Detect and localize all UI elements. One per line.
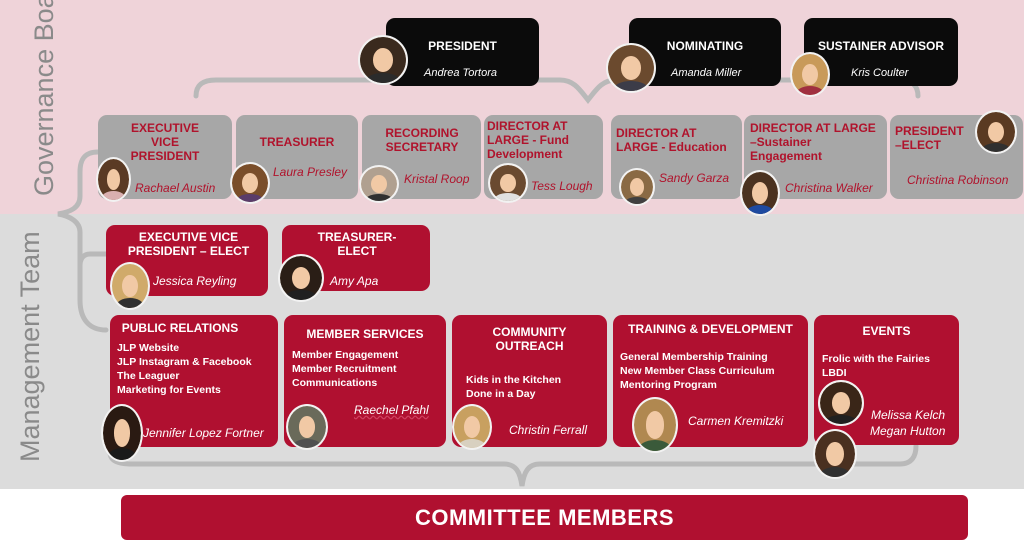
director-sustainer-engagement-title: DIRECTOR AT LARGE –Sustainer Engagement bbox=[750, 121, 876, 163]
avatar-amanda-miller bbox=[606, 43, 656, 93]
evp-elect-name: Jessica Reyling bbox=[153, 274, 237, 288]
avatar-megan-hutton bbox=[813, 429, 857, 479]
public-relations-items: JLP Website JLP Instagram & Facebook The… bbox=[117, 341, 252, 397]
community-outreach-title: COMMUNITY OUTREACH bbox=[492, 325, 567, 353]
events-items: Frolic with the Fairies LBDI bbox=[822, 352, 930, 380]
avatar-raechel-pfahl bbox=[286, 404, 328, 450]
president-elect-title: PRESIDENT –ELECT bbox=[895, 124, 964, 152]
avatar-andrea-tortora bbox=[358, 35, 408, 85]
management-team-label: Management Team bbox=[15, 231, 45, 462]
treasurer-elect-title: TREASURER-ELECT bbox=[317, 230, 397, 258]
sustainer-advisor-title: SUSTAINER ADVISOR bbox=[817, 39, 944, 53]
executive-vice-president-title: EXECUTIVE VICE PRESIDENT bbox=[130, 121, 200, 163]
avatar-christin-ferrall bbox=[452, 404, 492, 450]
treasurer-title: TREASURER bbox=[259, 135, 335, 149]
avatar-rachael-austin bbox=[96, 157, 131, 202]
member-services-item: Member Recruitment bbox=[292, 363, 397, 375]
evp-elect-title: EXECUTIVE VICE PRESIDENT – ELECT bbox=[127, 230, 250, 258]
recording-secretary-title: RECORDING SECRETARY bbox=[385, 126, 459, 154]
nominating-name: Amanda Miller bbox=[671, 67, 742, 79]
public-relations-item: JLP Instagram & Facebook bbox=[117, 356, 252, 368]
avatar-christina-robinson bbox=[975, 110, 1017, 154]
public-relations-item: JLP Website bbox=[117, 342, 180, 354]
community-outreach-items: Kids in the Kitchen Done in a Day bbox=[466, 373, 561, 401]
training-development-item: General Membership Training bbox=[620, 351, 768, 363]
events-name: Megan Hutton bbox=[870, 424, 946, 438]
committee-members-banner: COMMITTEE MEMBERS bbox=[121, 495, 968, 540]
director-fund-development-title: DIRECTOR AT LARGE - Fund Development bbox=[487, 119, 569, 161]
member-services-name: Raechel Pfahl bbox=[354, 403, 429, 417]
governance-board-label: Governance Board bbox=[29, 0, 59, 196]
member-services-items: Member Engagement Member Recruitment Com… bbox=[292, 348, 398, 390]
community-outreach-item: Kids in the Kitchen bbox=[466, 374, 562, 386]
avatar-laura-presley bbox=[230, 162, 270, 204]
training-development-item: New Member Class Curriculum bbox=[620, 365, 775, 377]
executive-vice-president-name: Rachael Austin bbox=[135, 181, 216, 195]
public-relations-item: The Leaguer bbox=[117, 370, 180, 382]
events-title: EVENTS bbox=[862, 324, 911, 338]
avatar-sandy-garza bbox=[619, 168, 655, 206]
director-education-title: DIRECTOR AT LARGE - Education bbox=[616, 126, 727, 154]
sustainer-advisor-name: Kris Coulter bbox=[851, 67, 909, 79]
training-development-items: General Membership Training New Member C… bbox=[620, 350, 775, 392]
avatar-jessica-reyling bbox=[110, 262, 150, 310]
recording-secretary-name: Kristal Roop bbox=[404, 172, 470, 186]
events-item: LBDI bbox=[822, 367, 847, 379]
sustainer-advisor-box: SUSTAINER ADVISOR Kris Coulter bbox=[804, 18, 958, 86]
community-outreach-item: Done in a Day bbox=[466, 388, 536, 400]
training-development-title: TRAINING & DEVELOPMENT bbox=[628, 322, 793, 336]
avatar-carmen-kremitzki bbox=[632, 397, 678, 453]
public-relations-name: Jennifer Lopez Fortner bbox=[143, 426, 264, 440]
president-elect-name: Christina Robinson bbox=[907, 173, 1009, 187]
avatar-christina-walker bbox=[740, 170, 780, 216]
executive-vice-president-box: EXECUTIVE VICE PRESIDENT Rachael Austin bbox=[98, 115, 232, 199]
member-services-item: Member Engagement bbox=[292, 349, 399, 361]
avatar-melissa-kelch bbox=[818, 380, 864, 426]
nominating-title: NOMINATING bbox=[666, 39, 744, 53]
director-education-name: Sandy Garza bbox=[659, 171, 730, 185]
avatar-kristal-roop bbox=[359, 165, 399, 203]
nominating-box: NOMINATING Amanda Miller bbox=[629, 18, 781, 86]
public-relations-title: PUBLIC RELATIONS bbox=[121, 321, 239, 335]
treasurer-name: Laura Presley bbox=[273, 165, 348, 179]
member-services-title: MEMBER SERVICES bbox=[306, 327, 424, 341]
president-name: Andrea Tortora bbox=[424, 67, 497, 79]
events-item: Frolic with the Fairies bbox=[822, 353, 930, 365]
training-development-name: Carmen Kremitzki bbox=[688, 414, 784, 428]
director-fund-development-name: Tess Lough bbox=[531, 179, 593, 193]
avatar-jennifer-lopez-fortner bbox=[101, 404, 143, 462]
avatar-tess-lough bbox=[488, 163, 528, 203]
community-outreach-name: Christin Ferrall bbox=[509, 423, 588, 437]
director-sustainer-engagement-name: Christina Walker bbox=[785, 181, 873, 195]
member-services-item: Communications bbox=[292, 377, 378, 389]
treasurer-elect-name: Amy Apa bbox=[330, 274, 379, 288]
president-box: PRESIDENT Andrea Tortora bbox=[386, 18, 539, 86]
president-title: PRESIDENT bbox=[428, 39, 497, 53]
events-name: Melissa Kelch bbox=[871, 408, 946, 422]
public-relations-item: Marketing for Events bbox=[117, 384, 221, 396]
avatar-amy-apa bbox=[278, 254, 324, 302]
avatar-kris-coulter bbox=[790, 52, 830, 97]
training-development-item: Mentoring Program bbox=[620, 379, 717, 391]
